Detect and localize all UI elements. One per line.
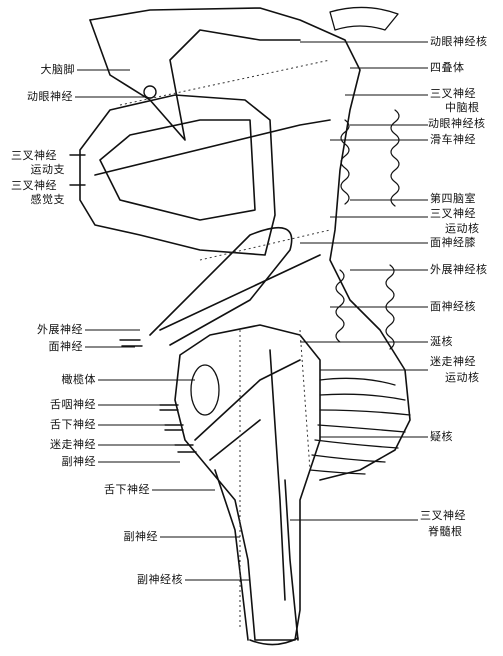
label-facial-nerve: 面神经 [48,340,83,353]
medulla-outline [174,324,321,641]
label-ambiguus-nucleus: 疑核 [430,430,453,443]
facial-nerve-loop [149,226,293,346]
label-accessory-2: 副神经 [123,530,158,543]
label-trigeminal-nerve-2: 三叉神经 [430,207,476,220]
label-oculomotor-nerve: 动眼神经 [27,90,73,103]
label-trigeminal-motor: 三叉神经 [11,149,57,162]
label-fourth-ventricle: 第四脑室 [430,192,476,205]
trigeminal-tract [94,119,331,176]
label-facial-genu: 面神经膝 [430,236,476,249]
label-abducens-nerve: 外展神经 [37,323,83,336]
cerebral-peduncle-shape [89,19,301,141]
midbrain-outline [89,7,411,481]
label-glossopharyngeal: 舌咽神经 [50,398,96,411]
oculomotor-root [143,85,157,99]
label-hypoglossal: 舌下神经 [50,418,96,431]
label-olive: 橄榄体 [61,373,96,386]
vagus-tract [194,359,301,441]
olive-body [190,364,220,416]
label-vagus-nerve: 迷走神经 [430,355,476,368]
accessory-tract [209,419,261,461]
label-hypoglossal-2: 舌下神经 [104,483,150,496]
inner-canal [99,119,256,221]
label-trochlear-nerve: 滑车神经 [430,133,476,146]
cortex-wave-lower [335,269,345,343]
label-olivary-nucleus: 涎核 [430,335,453,348]
label-abducens-nucleus: 外展神经核 [430,263,488,276]
spinal-cord-left-edge [214,469,249,641]
label-mesencephalic-root: 中脑根 [445,101,480,114]
top-cap [329,6,399,31]
spinal-cord-right-edge [284,479,299,641]
label-corpora-quadrigemina: 四叠体 [430,61,465,74]
label-facial-nucleus: 面神经核 [430,300,476,313]
label-cerebral-peduncle: 大脑脚 [40,63,75,76]
label-motor-branch: 运动支 [30,163,65,176]
spinal-trigeminal-tract [269,349,286,601]
label-oculomotor-nucleus: 动眼神经核 [430,35,488,48]
label-trigeminal-nerve-3: 三叉神经 [420,509,466,522]
label-trigeminal-nerve: 三叉神经 [430,87,476,100]
label-motor-nucleus: 运动核 [445,222,480,235]
rootlets [69,154,197,453]
label-sensory-branch: 感觉支 [30,193,65,206]
label-oculomotor-nucleus-2: 动眼神经核 [428,117,486,130]
cortex-wave-upper-2 [390,109,400,207]
label-accessory: 副神经 [61,455,96,468]
abducens-tract [159,254,321,331]
label-trigeminal-sensory: 三叉神经 [11,179,57,192]
label-spinal-root: 脊髓根 [428,525,463,538]
label-vagus-left: 迷走神经 [50,438,96,451]
left-hemisphere-block [79,94,276,256]
label-vagus-motor-nucleus: 运动核 [445,371,480,384]
cerebellum [309,377,411,475]
cortex-wave-upper [340,119,350,205]
label-accessory-nucleus: 副神经核 [137,573,183,586]
spinal-cord-bottom [249,637,299,646]
